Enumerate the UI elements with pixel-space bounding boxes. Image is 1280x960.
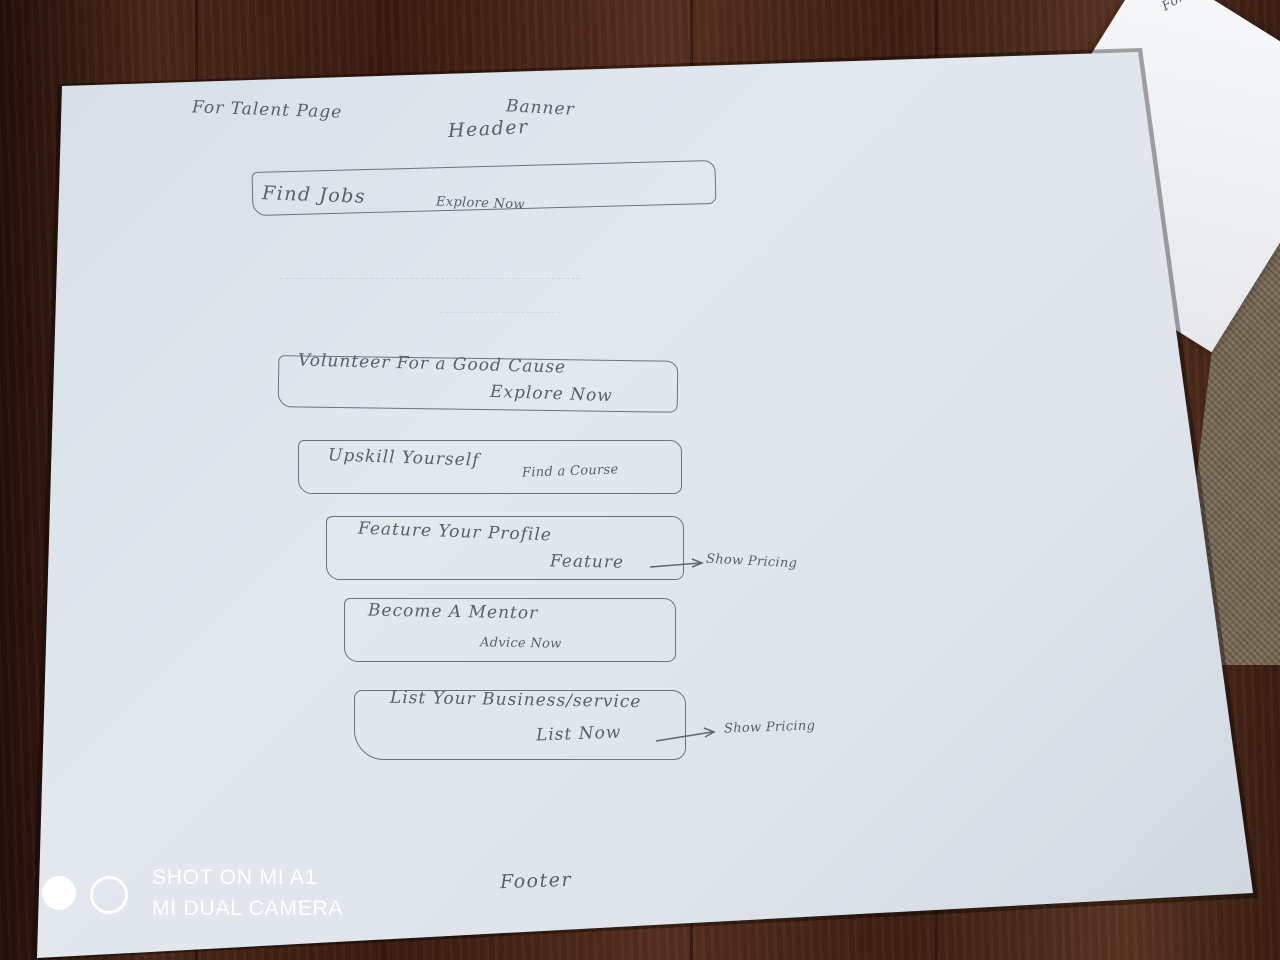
list-business-card bbox=[354, 690, 686, 760]
footer-note: Footer bbox=[499, 868, 573, 894]
camera-watermark: SHOT ON MI A1 MI DUAL CAMERA bbox=[40, 862, 400, 928]
lens-dot-icon bbox=[42, 876, 76, 910]
watermark-line-2: MI DUAL CAMERA bbox=[152, 897, 344, 920]
lens-ring-icon bbox=[90, 876, 128, 914]
second-sheet-note: For organi bbox=[1160, 0, 1230, 14]
mentor-card bbox=[344, 598, 676, 662]
upskill-card bbox=[298, 440, 682, 494]
arrow-head bbox=[691, 558, 705, 568]
watermark-line-1: SHOT ON MI A1 bbox=[152, 866, 318, 889]
arrow-line bbox=[655, 731, 713, 742]
arrow-line bbox=[649, 562, 701, 568]
erased-sketch bbox=[280, 262, 580, 279]
erased-sketch bbox=[440, 302, 560, 313]
arrow-head bbox=[703, 727, 716, 738]
feature-profile-card bbox=[326, 516, 684, 580]
